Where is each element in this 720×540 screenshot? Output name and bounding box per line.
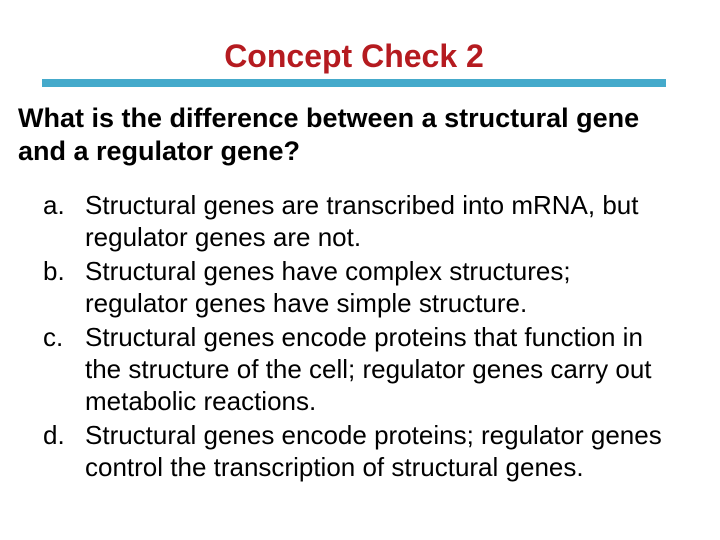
slide-title: Concept Check 2 <box>224 38 484 74</box>
option-c: c. Structural genes encode proteins that… <box>43 321 662 417</box>
option-line: Structural genes have complex structures… <box>85 256 571 286</box>
option-a: a. Structural genes are transcribed into… <box>43 189 662 253</box>
option-c-text: Structural genes encode proteins that fu… <box>85 321 652 417</box>
option-line: control the transcription of structural … <box>85 452 584 482</box>
option-b-text: Structural genes have complex structures… <box>85 255 571 319</box>
option-c-marker: c. <box>43 322 64 352</box>
option-line: regulator genes have simple structure. <box>85 288 528 318</box>
option-line: metabolic reactions. <box>85 386 317 416</box>
option-a-marker: a. <box>43 190 65 220</box>
question-line-1: What is the difference between a structu… <box>18 103 640 133</box>
option-line: the structure of the cell; regulator gen… <box>85 354 652 384</box>
option-b-marker: b. <box>43 256 65 286</box>
question-line-2: and a regulator gene? <box>18 136 301 166</box>
answer-options: a. Structural genes are transcribed into… <box>43 189 662 485</box>
title-divider-bar <box>42 79 666 87</box>
option-d: d. Structural genes encode proteins; reg… <box>43 419 662 483</box>
option-line: Structural genes are transcribed into mR… <box>85 190 639 220</box>
option-line: Structural genes encode proteins that fu… <box>85 322 643 352</box>
option-d-marker: d. <box>43 420 65 450</box>
option-line: Structural genes encode proteins; regula… <box>85 420 662 450</box>
option-d-text: Structural genes encode proteins; regula… <box>85 419 662 483</box>
option-b: b. Structural genes have complex structu… <box>43 255 662 319</box>
option-a-text: Structural genes are transcribed into mR… <box>85 189 638 253</box>
question: What is the difference between a structu… <box>18 102 639 168</box>
option-line: regulator genes are not. <box>85 222 362 252</box>
